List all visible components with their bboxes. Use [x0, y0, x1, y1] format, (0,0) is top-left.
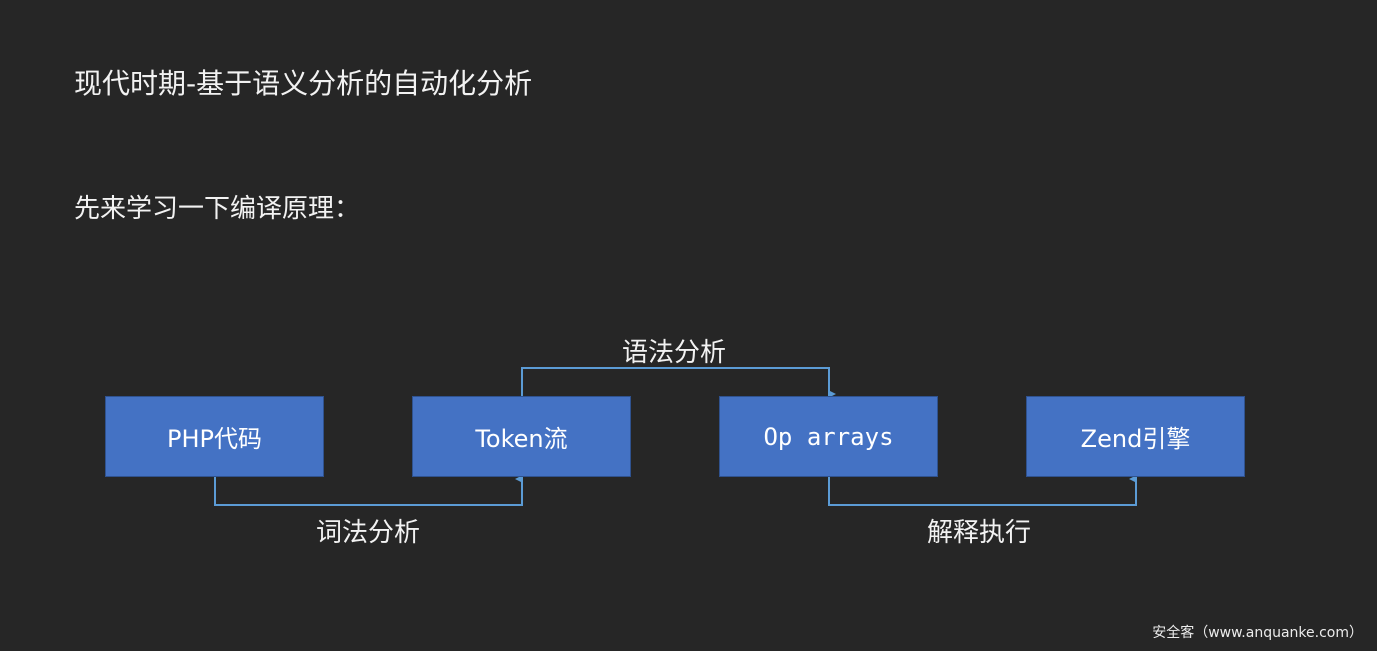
- box-token-stream: Token流: [412, 396, 631, 477]
- connector-lexical: [214, 475, 523, 506]
- slide-subtitle: 先来学习一下编译原理：: [74, 194, 361, 224]
- label-interpret-execute: 解释执行: [926, 518, 1032, 548]
- label-syntax-analysis: 语法分析: [621, 338, 727, 368]
- watermark: 安全客（www.anquanke.com）: [1152, 625, 1363, 641]
- connector-execute: [828, 475, 1137, 506]
- box-zend-engine: Zend引擎: [1026, 396, 1245, 477]
- box-php-code: PHP代码: [105, 396, 324, 477]
- slide-title: 现代时期-基于语义分析的自动化分析: [74, 67, 533, 100]
- connector-syntax: [521, 367, 836, 398]
- box-op-arrays: Op arrays: [719, 396, 938, 477]
- label-lexical-analysis: 词法分析: [315, 518, 421, 548]
